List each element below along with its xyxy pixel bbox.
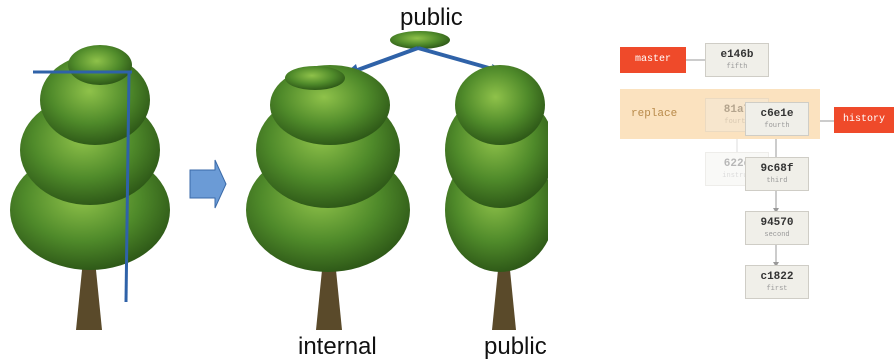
commit-hash: 9c68f — [760, 163, 794, 175]
ref-master: master — [620, 47, 686, 73]
arrow-to-internal — [351, 46, 419, 74]
commit-9c68f: 9c68f third — [745, 157, 809, 191]
commit-e146b: e146b fifth — [705, 43, 769, 77]
commit-hash: 94570 — [760, 217, 794, 229]
commit-hash: e146b — [720, 49, 754, 61]
commit-message: fourth — [764, 122, 790, 130]
arrow-to-public — [417, 46, 497, 72]
commit-hash: 622e — [723, 158, 751, 170]
commit-c1822: c1822 first — [745, 265, 809, 299]
tree-top-fragment — [390, 31, 450, 49]
commit-hash: 81a7 — [723, 104, 751, 116]
label-public-top: public — [400, 4, 463, 31]
commit-message: second — [764, 231, 790, 239]
cut-line-vertical — [124, 71, 131, 303]
label-public-right: public — [484, 333, 547, 360]
block-arrow — [189, 159, 227, 209]
tree-internal — [246, 65, 410, 330]
ref-history: history — [834, 107, 894, 133]
commit-message: fifth — [726, 63, 748, 71]
commit-hash: c1822 — [760, 271, 794, 283]
tree-left — [10, 45, 170, 330]
commit-message: third — [766, 177, 788, 185]
tree-public — [445, 65, 555, 330]
commit-message: fourth — [724, 118, 750, 126]
commit-hash: c6e1e — [760, 108, 794, 120]
commit-94570: 94570 second — [745, 211, 809, 245]
commit-c6e1e: c6e1e fourth — [745, 102, 809, 136]
commit-message: instruc — [722, 172, 752, 180]
label-internal: internal — [298, 333, 377, 360]
commit-message: first — [766, 285, 788, 293]
replace-label: replace — [631, 108, 678, 120]
